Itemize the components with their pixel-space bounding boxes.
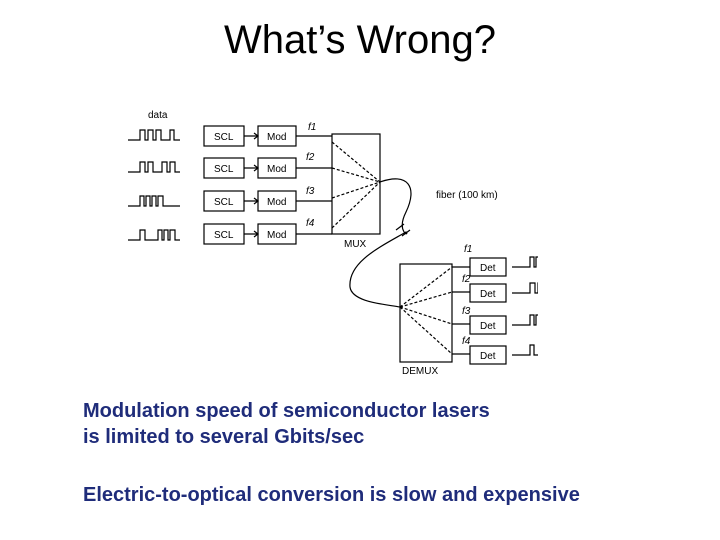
wdm-system-diagram: data xyxy=(128,110,538,377)
mod-label-3: Mod xyxy=(267,197,286,208)
mod-label-1: Mod xyxy=(267,132,286,143)
input-pulse-train-2 xyxy=(128,161,180,173)
fiber-label: fiber (100 km) xyxy=(436,190,498,201)
demux-freq-label-2: f2 xyxy=(462,274,471,285)
det-label-1: Det xyxy=(480,263,496,274)
slide-title: What’s Wrong? xyxy=(224,18,496,62)
mod-label-4: Mod xyxy=(267,230,286,241)
fiber-line xyxy=(349,178,412,308)
scl-label-1: SCL xyxy=(214,132,234,143)
mux-box xyxy=(331,133,381,235)
input-pulse-train-3 xyxy=(128,195,180,207)
freq-label-1: f1 xyxy=(308,122,316,133)
scl-label-3: SCL xyxy=(214,197,234,208)
demux-box xyxy=(399,263,453,363)
det-label-2: Det xyxy=(480,289,496,300)
input-pulse-train-4 xyxy=(128,229,180,241)
bullet-1-line-2: is limited to several Gbits/sec xyxy=(83,426,365,448)
freq-label-2: f2 xyxy=(306,152,315,163)
mod-label-2: Mod xyxy=(267,164,286,175)
output-pulse-train-1 xyxy=(512,256,538,268)
demux-freq-label-4: f4 xyxy=(462,336,471,347)
scl-label-2: SCL xyxy=(214,164,234,175)
bullet-1-line-1: Modulation speed of semiconductor lasers xyxy=(83,400,490,422)
input-pulse-train-1 xyxy=(128,129,180,141)
freq-label-3: f3 xyxy=(306,186,315,197)
demux-label: DEMUX xyxy=(402,366,438,377)
det-label-4: Det xyxy=(480,351,496,362)
det-box-2 xyxy=(469,283,507,303)
scl-label-4: SCL xyxy=(214,230,234,241)
demux-freq-label-3: f3 xyxy=(462,306,471,317)
demux-freq-label-1: f1 xyxy=(464,244,472,255)
output-pulse-train-2 xyxy=(512,282,538,294)
det-label-3: Det xyxy=(480,321,496,332)
freq-label-4: f4 xyxy=(306,218,315,229)
det-box-3 xyxy=(469,315,507,335)
det-box-1 xyxy=(469,257,507,277)
output-pulse-train-3 xyxy=(512,314,538,326)
bullet-2-line-1: Electric-to-optical conversion is slow a… xyxy=(83,484,580,506)
data-label: data xyxy=(148,110,168,121)
det-box-4 xyxy=(469,345,507,365)
bullet-eo-conversion: Electric-to-optical conversion is slow a… xyxy=(83,482,580,508)
output-pulse-train-4 xyxy=(512,344,538,356)
bullet-modulation-speed: Modulation speed of semiconductor lasers… xyxy=(83,398,490,450)
mux-label: MUX xyxy=(344,239,367,250)
